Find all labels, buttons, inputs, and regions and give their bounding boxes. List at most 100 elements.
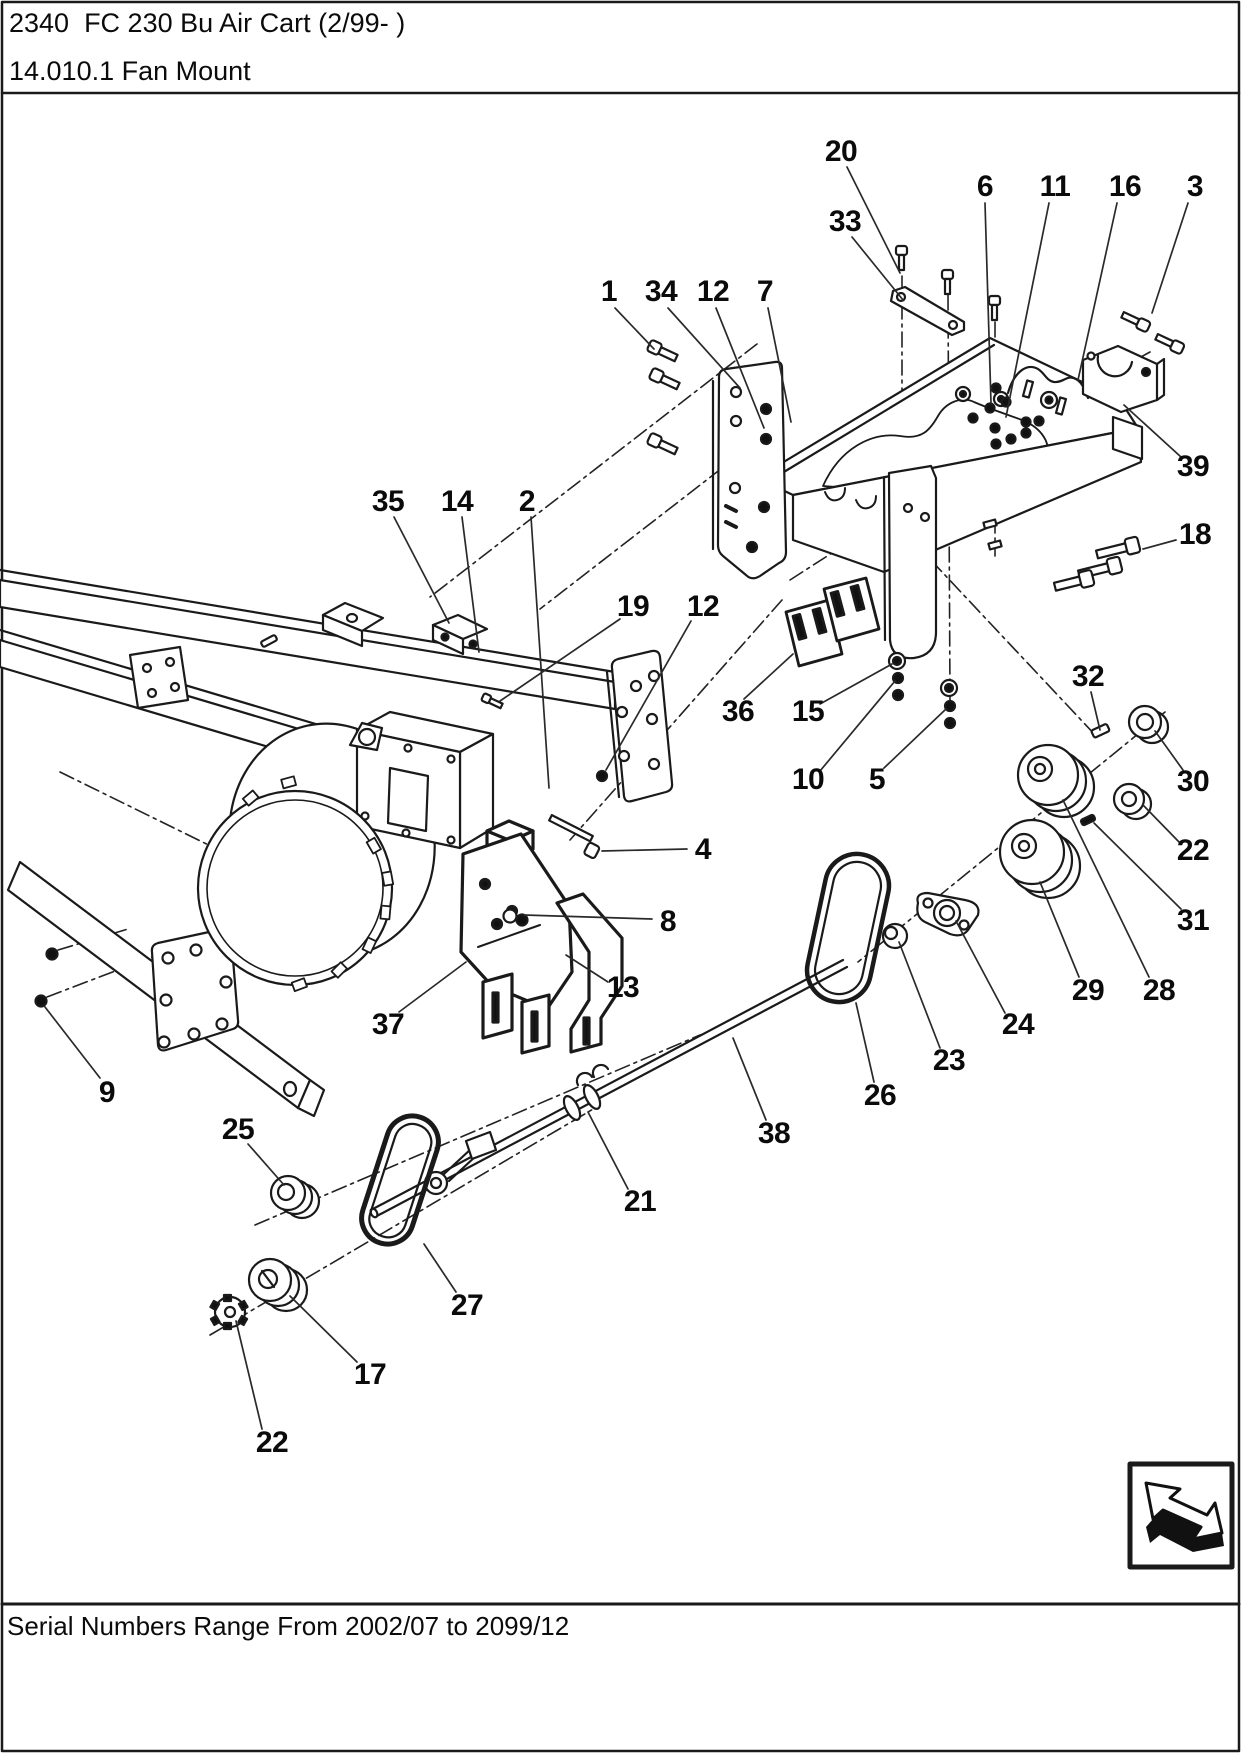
bolts-item3 — [1120, 310, 1186, 355]
leader-6 — [984, 202, 992, 404]
callout-32: 32 — [1071, 660, 1105, 693]
callout-18: 18 — [1178, 518, 1212, 551]
mount-bolts-left — [480, 339, 681, 710]
callout-17: 17 — [353, 1358, 387, 1391]
callout-26: 26 — [863, 1079, 897, 1112]
callout-23: 23 — [932, 1044, 966, 1077]
leader-22 — [1142, 804, 1181, 844]
leader-39 — [1123, 404, 1182, 458]
callout-33: 33 — [828, 205, 862, 238]
callout-36: 36 — [721, 695, 755, 728]
leader-35 — [393, 516, 450, 624]
belt-27 — [359, 1113, 441, 1247]
frame-bolts — [34, 947, 59, 1008]
leader-29 — [1039, 881, 1080, 978]
serial-range-note: Serial Numbers Range From 2002/07 to 209… — [7, 1611, 570, 1641]
callout-22: 22 — [255, 1426, 289, 1459]
bolts-item18 — [1052, 535, 1142, 592]
leader-16 — [1077, 202, 1118, 381]
callout-35: 35 — [371, 485, 405, 518]
shim-plates — [784, 576, 881, 668]
callout-24: 24 — [1001, 1008, 1035, 1041]
leader-28 — [1062, 799, 1150, 978]
callout-15: 15 — [791, 695, 825, 728]
callout-11: 11 — [1039, 170, 1071, 203]
callout-20: 20 — [824, 135, 858, 168]
leader-18 — [1142, 539, 1177, 550]
leader-33 — [851, 236, 904, 301]
leader-20 — [846, 166, 901, 274]
callout-10: 10 — [791, 763, 825, 796]
page-title: 2340 FC 230 Bu Air Cart (2/99- ) — [9, 8, 406, 38]
callout-39: 39 — [1176, 450, 1210, 483]
leader-12 — [715, 307, 765, 429]
leader-23 — [898, 941, 941, 1049]
leader-12 — [605, 620, 692, 771]
callout-6: 6 — [976, 170, 994, 203]
lower-mount-plate — [150, 927, 240, 1052]
leader-22 — [235, 1320, 263, 1430]
callout-30: 30 — [1176, 765, 1210, 798]
leader-19 — [499, 618, 621, 702]
leader-34 — [667, 307, 741, 389]
washer-stacks — [887, 651, 959, 730]
section-title: 14.010.1 Fan Mount — [9, 56, 251, 86]
leader-36 — [743, 653, 794, 700]
pulleys-right — [881, 704, 1170, 950]
callout-3: 3 — [1186, 170, 1204, 203]
callout-38: 38 — [757, 1117, 791, 1150]
belt-26 — [804, 851, 892, 1005]
leader-14 — [461, 516, 480, 653]
end-plate — [595, 649, 674, 803]
fan-mount-tray — [711, 336, 1144, 660]
callout-37: 37 — [371, 1008, 405, 1041]
leader-2 — [530, 516, 550, 789]
callout-14: 14 — [440, 485, 474, 518]
callout-21: 21 — [623, 1185, 657, 1218]
leader-lines — [44, 166, 1189, 1430]
leader-25 — [247, 1143, 285, 1186]
callout-9: 9 — [98, 1076, 116, 1109]
callout-5: 5 — [868, 763, 886, 796]
fan-housing — [196, 710, 495, 993]
callout-1: 1 — [600, 275, 618, 308]
leader-27 — [423, 1243, 457, 1293]
leader-37 — [398, 961, 467, 1013]
callout-31: 31 — [1176, 904, 1210, 937]
prev-page-button[interactable] — [1127, 1461, 1235, 1570]
leader-38 — [732, 1037, 767, 1121]
callout-13: 13 — [606, 971, 640, 1004]
callout-16: 16 — [1108, 170, 1142, 203]
leader-24 — [955, 920, 1006, 1014]
vertical-bolts — [894, 244, 1002, 322]
mount-brackets — [459, 813, 624, 1055]
leader-17 — [289, 1295, 358, 1363]
callout-8: 8 — [659, 905, 677, 938]
leader-31 — [1093, 822, 1182, 910]
callout-34: 34 — [644, 275, 678, 308]
u-bracket — [1081, 344, 1166, 414]
pulleys-left — [209, 1174, 321, 1331]
leader-13 — [565, 954, 609, 983]
leader-30 — [1154, 730, 1184, 771]
leader-32 — [1090, 691, 1101, 731]
leader-10 — [819, 680, 896, 772]
callout-12: 12 — [686, 590, 720, 623]
leader-11 — [1005, 202, 1050, 418]
callout-2: 2 — [518, 485, 536, 518]
back-arrow-icon — [1146, 1510, 1224, 1552]
leader-21 — [587, 1111, 629, 1190]
callout-29: 29 — [1071, 974, 1105, 1007]
leader-1 — [614, 307, 655, 350]
leader-9 — [44, 1006, 101, 1079]
leader-15 — [819, 663, 893, 705]
leader-7 — [767, 307, 792, 423]
leader-26 — [855, 1002, 875, 1083]
callout-4: 4 — [694, 833, 712, 866]
leader-4 — [601, 848, 688, 852]
leader-8 — [523, 914, 653, 920]
leader-5 — [883, 708, 947, 769]
